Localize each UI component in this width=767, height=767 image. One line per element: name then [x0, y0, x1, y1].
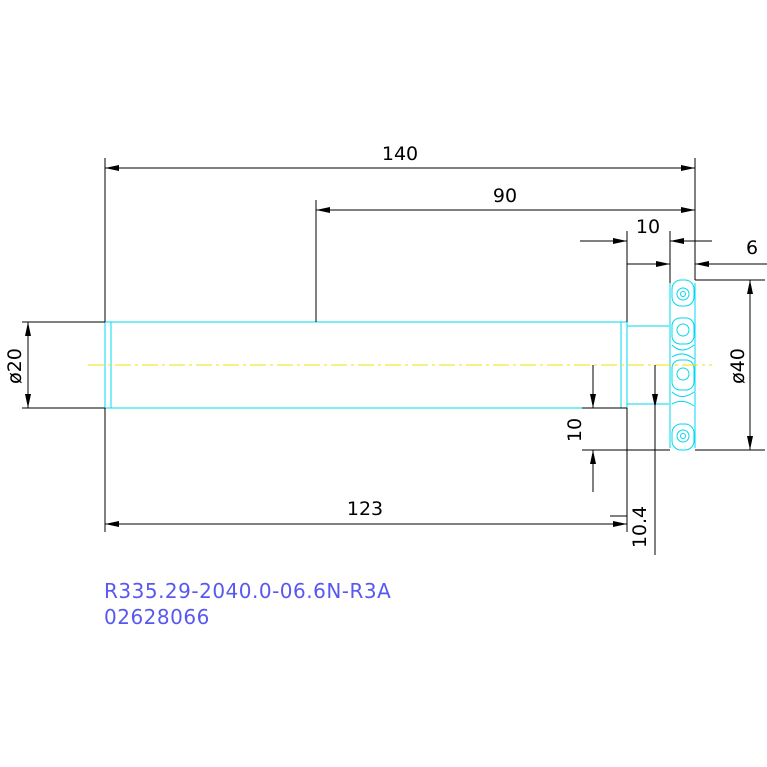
- cutter-tooth-lower: [671, 391, 695, 407]
- screw-icon-top: [676, 287, 690, 301]
- dimension-6: 6: [627, 237, 767, 267]
- dimension-label-diameter-40: ø40: [727, 348, 749, 384]
- dimension-diameter-40: ø40: [695, 279, 765, 451]
- cutter-insert-lower-mid: [671, 359, 695, 391]
- dimension-123: 123: [104, 408, 628, 532]
- dimension-label-90: 90: [493, 185, 517, 207]
- screw-icon-lower-mid: [676, 367, 690, 381]
- part-code-label: R335.29-2040.0-06.6N-R3A: [104, 579, 391, 603]
- dimension-label-10-top: 10: [636, 216, 660, 238]
- dimension-90: 90: [315, 185, 695, 322]
- screw-icon-bottom-inner: [680, 433, 686, 439]
- dimension-10-vertical: 10: [564, 365, 670, 492]
- cutter-insert-upper-mid: [671, 317, 695, 345]
- cutter-tooth-upper: [671, 344, 695, 360]
- dimension-label-123: 123: [347, 498, 383, 520]
- order-number-label: 02628066: [104, 605, 210, 629]
- dimension-140: 140: [104, 143, 696, 322]
- dimension-label-10-4: 10.4: [629, 506, 651, 548]
- dimension-label-6: 6: [746, 237, 758, 259]
- screw-icon-top-inner: [680, 291, 686, 297]
- screw-icon-upper-mid: [676, 323, 690, 337]
- cutter-insert-top: [671, 279, 695, 307]
- dimension-diameter-20: ø20: [4, 321, 105, 409]
- dimension-label-10-vertical: 10: [564, 418, 586, 442]
- dimension-10-top: 10: [580, 216, 712, 322]
- cutter-insert-bottom: [671, 423, 695, 451]
- dimension-label-140: 140: [382, 143, 418, 165]
- dimension-10-4: 10.4: [610, 365, 658, 555]
- screw-icon-bottom: [676, 429, 690, 443]
- dimension-label-diameter-20: ø20: [4, 348, 26, 384]
